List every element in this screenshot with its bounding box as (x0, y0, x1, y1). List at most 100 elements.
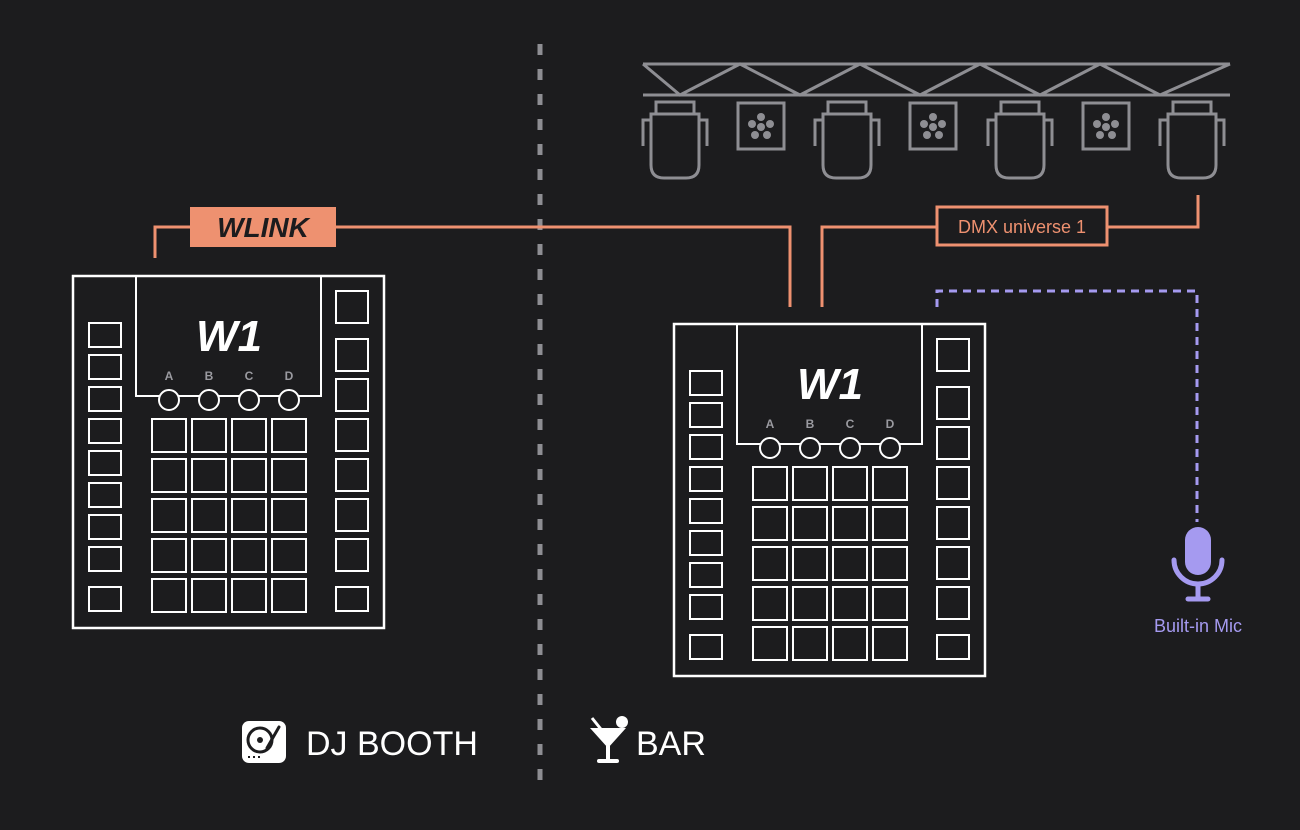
side-button-left[interactable] (689, 370, 723, 396)
screen-bezel (736, 324, 923, 445)
pad-button[interactable] (271, 578, 307, 613)
moving-head-light-icon (641, 100, 709, 180)
zone-label-dj-booth: DJ BOOTH (306, 725, 478, 763)
side-button-left[interactable] (88, 586, 122, 612)
side-button-left[interactable] (88, 514, 122, 540)
cocktail-icon (590, 716, 628, 763)
pad-button[interactable] (191, 498, 227, 533)
pad-button[interactable] (151, 578, 187, 613)
pad-button[interactable] (271, 538, 307, 573)
pad-button[interactable] (151, 538, 187, 573)
side-button-left[interactable] (689, 498, 723, 524)
knob-label: A (766, 417, 775, 431)
side-button-right[interactable] (936, 506, 970, 540)
encoder-knob[interactable] (879, 437, 901, 459)
side-button-left[interactable] (689, 402, 723, 428)
side-button-left[interactable] (88, 482, 122, 508)
led-par-light-icon (736, 101, 786, 151)
pad-button[interactable] (151, 458, 187, 493)
pad-button[interactable] (231, 498, 267, 533)
pad-button[interactable] (792, 546, 828, 581)
pad-button[interactable] (872, 586, 908, 621)
side-button-left[interactable] (88, 354, 122, 380)
side-button-right[interactable] (936, 426, 970, 460)
side-button-right[interactable] (335, 458, 369, 492)
pad-button[interactable] (271, 418, 307, 453)
pad-button[interactable] (151, 498, 187, 533)
side-button-left[interactable] (689, 562, 723, 588)
moving-head-light-icon (1158, 100, 1226, 180)
pad-button[interactable] (792, 466, 828, 501)
pad-button[interactable] (832, 586, 868, 621)
encoder-knob[interactable] (158, 389, 180, 411)
side-button-right[interactable] (936, 586, 970, 620)
side-button-right[interactable] (936, 386, 970, 420)
encoder-knob[interactable] (799, 437, 821, 459)
side-button-left[interactable] (88, 546, 122, 572)
lighting-truss (642, 62, 1231, 97)
pad-button[interactable] (872, 466, 908, 501)
side-button-right[interactable] (936, 546, 970, 580)
side-button-left[interactable] (689, 434, 723, 460)
pad-button[interactable] (231, 578, 267, 613)
pad-button[interactable] (191, 458, 227, 493)
side-button-right[interactable] (936, 466, 970, 500)
controller-body (672, 322, 987, 678)
device-brand: W1 (196, 312, 262, 361)
side-button-left[interactable] (689, 466, 723, 492)
pad-button[interactable] (752, 586, 788, 621)
side-button-right[interactable] (335, 378, 369, 412)
light-rig (641, 100, 1226, 180)
side-button-right[interactable] (936, 338, 970, 372)
pad-button[interactable] (872, 546, 908, 581)
side-button-left[interactable] (689, 530, 723, 556)
knob-label: C (846, 417, 855, 431)
pad-button[interactable] (231, 538, 267, 573)
pad-button[interactable] (752, 506, 788, 541)
pad-button[interactable] (271, 498, 307, 533)
side-button-right[interactable] (335, 290, 369, 324)
side-button-left[interactable] (88, 322, 122, 348)
encoder-knob[interactable] (238, 389, 260, 411)
pad-button[interactable] (752, 626, 788, 661)
wlink-connection (153, 225, 792, 307)
pad-button[interactable] (872, 506, 908, 541)
encoder-knob[interactable] (278, 389, 300, 411)
side-button-right[interactable] (335, 338, 369, 372)
side-button-left[interactable] (689, 634, 723, 660)
pad-button[interactable] (752, 466, 788, 501)
side-button-left[interactable] (689, 594, 723, 620)
pad-button[interactable] (792, 586, 828, 621)
side-button-left[interactable] (88, 450, 122, 476)
pad-button[interactable] (151, 418, 187, 453)
side-button-right[interactable] (335, 586, 369, 612)
side-button-right[interactable] (335, 418, 369, 452)
pad-button[interactable] (231, 418, 267, 453)
dmx-badge (935, 205, 1109, 247)
mic-label: Built-in Mic (1154, 616, 1242, 636)
side-button-right[interactable] (335, 538, 369, 572)
wlink-label: WLINK (217, 212, 311, 243)
pad-button[interactable] (271, 458, 307, 493)
pad-button[interactable] (191, 538, 227, 573)
side-button-left[interactable] (88, 418, 122, 444)
side-button-right[interactable] (335, 498, 369, 532)
side-button-right[interactable] (936, 634, 970, 660)
encoder-knob[interactable] (759, 437, 781, 459)
pad-button[interactable] (792, 626, 828, 661)
pad-button[interactable] (752, 546, 788, 581)
pad-button[interactable] (191, 578, 227, 613)
side-button-left[interactable] (88, 386, 122, 412)
encoder-knob[interactable] (839, 437, 861, 459)
pad-button[interactable] (191, 418, 227, 453)
pad-button[interactable] (792, 506, 828, 541)
zone-label-bar: BAR (636, 725, 706, 763)
pad-button[interactable] (872, 626, 908, 661)
encoder-knob[interactable] (198, 389, 220, 411)
pad-button[interactable] (832, 626, 868, 661)
pad-button[interactable] (231, 458, 267, 493)
pad-button[interactable] (832, 466, 868, 501)
pad-button[interactable] (832, 546, 868, 581)
pad-button[interactable] (832, 506, 868, 541)
